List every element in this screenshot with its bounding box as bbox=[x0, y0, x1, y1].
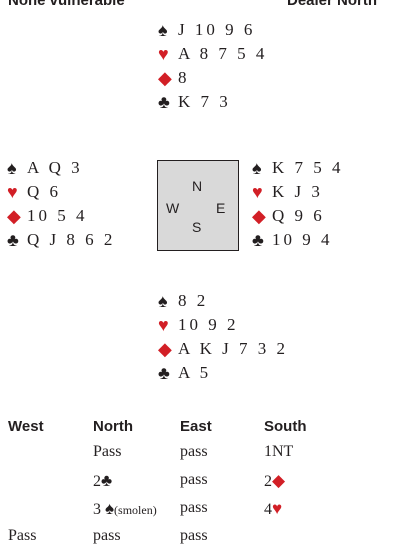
diamond-icon: ◆ bbox=[158, 339, 172, 359]
bid-r1-south: 1NT bbox=[264, 443, 294, 460]
south-hearts-row: ♥ 10 9 2 bbox=[158, 313, 288, 337]
club-icon: ♣ bbox=[7, 230, 19, 250]
bid-level: 3 bbox=[93, 501, 101, 518]
spade-icon: ♠ bbox=[158, 291, 168, 311]
east-spades: K 7 5 4 bbox=[272, 158, 344, 177]
north-clubs-row: ♣ K 7 3 bbox=[158, 90, 267, 114]
south-hand: ♠ 8 2 ♥ 10 9 2 ◆ A K J 7 3 2 ♣ A 5 bbox=[158, 289, 288, 385]
bid-r3-east: pass bbox=[180, 499, 208, 516]
west-hearts-row: ♥ Q 6 bbox=[7, 180, 115, 204]
spade-icon: ♠ bbox=[158, 20, 168, 40]
club-icon: ♣ bbox=[158, 92, 170, 112]
bid-level: 4 bbox=[264, 501, 272, 518]
west-diamonds-row: ◆ 10 5 4 bbox=[7, 204, 115, 228]
north-hearts-row: ♥ A 8 7 5 4 bbox=[158, 42, 267, 66]
south-hearts: 10 9 2 bbox=[178, 315, 239, 334]
club-icon: ♣ bbox=[101, 471, 113, 490]
dealer-label: Dealer North bbox=[287, 0, 378, 9]
north-diamonds: 8 bbox=[178, 68, 190, 87]
bidding-header-west: West bbox=[8, 418, 44, 435]
heart-icon: ♥ bbox=[252, 182, 263, 202]
compass-north: N bbox=[192, 178, 203, 194]
club-icon: ♣ bbox=[252, 230, 264, 250]
west-clubs-row: ♣ Q J 8 6 2 bbox=[7, 228, 115, 252]
west-hand: ♠ A Q 3 ♥ Q 6 ◆ 10 5 4 ♣ Q J 8 6 2 bbox=[7, 156, 115, 252]
spade-icon: ♠ bbox=[7, 158, 17, 178]
compass-south: S bbox=[192, 219, 202, 235]
south-diamonds: A K J 7 3 2 bbox=[178, 339, 288, 358]
west-diamonds: 10 5 4 bbox=[27, 206, 88, 225]
bid-r1-north: Pass bbox=[93, 443, 122, 460]
bid-level: 2 bbox=[93, 473, 101, 490]
diamond-icon: ◆ bbox=[7, 206, 21, 226]
heart-icon: ♥ bbox=[272, 499, 283, 518]
north-spades: J 10 9 6 bbox=[178, 20, 256, 39]
heart-icon: ♥ bbox=[158, 315, 169, 335]
east-hearts: K J 3 bbox=[272, 182, 323, 201]
bid-r3-north: 3 ♠(smolen) bbox=[93, 499, 157, 519]
diamond-icon: ◆ bbox=[252, 206, 266, 226]
vulnerability-label: None vulnerable bbox=[8, 0, 125, 9]
diamond-icon: ◆ bbox=[272, 471, 286, 490]
bidding-header-north: North bbox=[93, 418, 133, 435]
heart-icon: ♥ bbox=[158, 44, 169, 64]
south-spades-row: ♠ 8 2 bbox=[158, 289, 288, 313]
east-clubs-row: ♣ 10 9 4 bbox=[252, 228, 344, 252]
east-diamonds: Q 9 6 bbox=[272, 206, 325, 225]
bid-r4-east: pass bbox=[180, 527, 208, 544]
bid-note: (smolen) bbox=[114, 503, 157, 517]
north-hearts: A 8 7 5 4 bbox=[178, 44, 268, 63]
west-spades: A Q 3 bbox=[27, 158, 83, 177]
spade-icon: ♠ bbox=[105, 499, 115, 518]
spade-icon: ♠ bbox=[252, 158, 262, 178]
east-spades-row: ♠ K 7 5 4 bbox=[252, 156, 344, 180]
east-hand: ♠ K 7 5 4 ♥ K J 3 ◆ Q 9 6 ♣ 10 9 4 bbox=[252, 156, 344, 252]
west-hearts: Q 6 bbox=[27, 182, 62, 201]
south-spades: 8 2 bbox=[178, 291, 209, 310]
east-hearts-row: ♥ K J 3 bbox=[252, 180, 344, 204]
bid-r4-west: Pass bbox=[8, 527, 37, 544]
west-spades-row: ♠ A Q 3 bbox=[7, 156, 115, 180]
bid-level: 2 bbox=[264, 473, 272, 490]
bid-r2-east: pass bbox=[180, 471, 208, 488]
bid-r4-north: pass bbox=[93, 527, 121, 544]
north-hand: ♠J 10 9 6 ♥A 8 7 5 4 ◆8 ♣K 7 3 bbox=[158, 18, 267, 114]
bidding-header-east: East bbox=[180, 418, 212, 435]
east-clubs: 10 9 4 bbox=[272, 230, 333, 249]
bidding-header-south: South bbox=[264, 418, 307, 435]
north-diamonds-row: ◆8 bbox=[158, 66, 267, 90]
bid-r2-north: 2♣ bbox=[93, 471, 112, 491]
diamond-icon: ◆ bbox=[158, 68, 172, 88]
south-clubs-row: ♣ A 5 bbox=[158, 361, 288, 385]
bid-r1-east: pass bbox=[180, 443, 208, 460]
north-spades-row: ♠ J 10 9 6 bbox=[158, 18, 267, 42]
club-icon: ♣ bbox=[158, 363, 170, 383]
bid-r2-south: 2◆ bbox=[264, 471, 285, 491]
south-clubs: A 5 bbox=[178, 363, 212, 382]
compass-west: W bbox=[166, 200, 180, 216]
compass-east: E bbox=[216, 200, 226, 216]
heart-icon: ♥ bbox=[7, 182, 18, 202]
south-diamonds-row: ◆ A K J 7 3 2 bbox=[158, 337, 288, 361]
east-diamonds-row: ◆ Q 9 6 bbox=[252, 204, 344, 228]
compass-box: N W E S bbox=[157, 160, 239, 251]
west-clubs: Q J 8 6 2 bbox=[27, 230, 116, 249]
bid-r3-south: 4♥ bbox=[264, 499, 282, 519]
north-clubs: K 7 3 bbox=[178, 92, 231, 111]
